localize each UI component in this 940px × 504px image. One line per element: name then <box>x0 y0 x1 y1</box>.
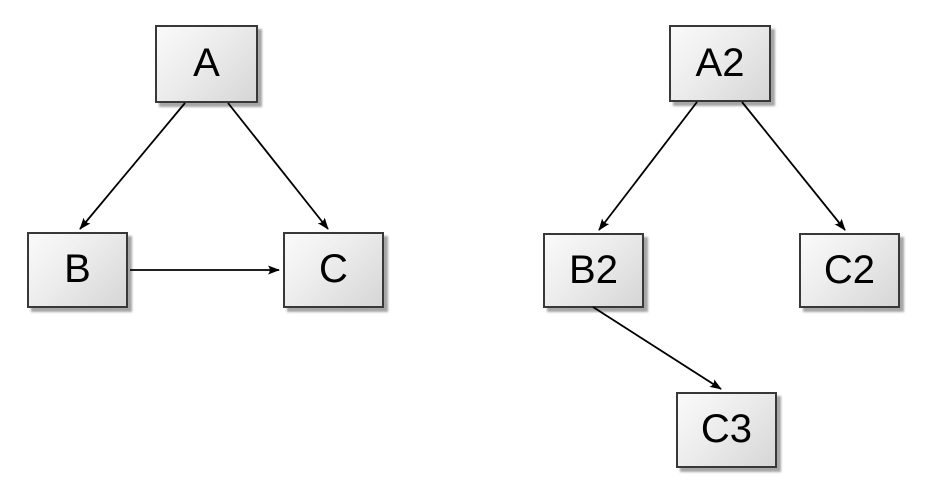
edge-A-C[interactable] <box>227 102 329 230</box>
edge-A-B[interactable] <box>79 102 186 230</box>
edge-A2-B2[interactable] <box>598 101 698 231</box>
node-A2-label: A2 <box>695 40 745 85</box>
node-C3-label: C3 <box>700 407 753 451</box>
node-A[interactable]: A <box>155 25 258 103</box>
node-C2-label: C2 <box>823 247 876 292</box>
edge-A2-C2[interactable] <box>741 101 846 231</box>
node-C-label: C <box>319 247 348 291</box>
node-C3[interactable]: C3 <box>676 392 777 468</box>
edge-B2-C3[interactable] <box>592 306 722 390</box>
node-B[interactable]: B <box>27 232 128 308</box>
node-A-label: A <box>193 41 220 85</box>
node-B-label: B <box>64 247 91 291</box>
node-A2[interactable]: A2 <box>669 25 771 102</box>
node-C[interactable]: C <box>283 232 384 308</box>
node-B2[interactable]: B2 <box>543 233 644 308</box>
node-B2-label: B2 <box>569 247 618 292</box>
node-C2[interactable]: C2 <box>799 233 900 308</box>
